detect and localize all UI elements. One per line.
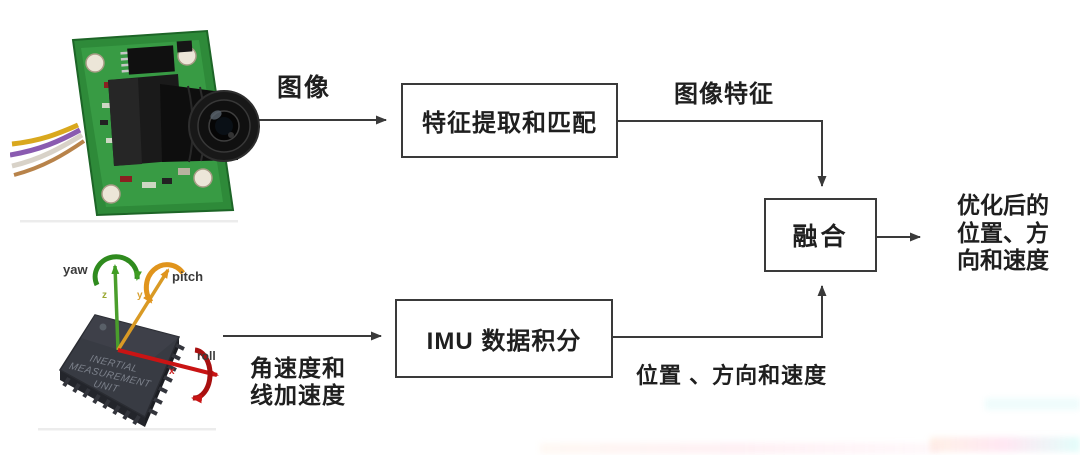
pitch-axis-icon: pitch y: [116, 262, 203, 351]
arrow-integration-to-fusion: [613, 285, 827, 338]
arrow-feature-to-fusion: [618, 120, 827, 187]
output-line3: 向和速度: [957, 247, 1049, 273]
imu-chip-icon: INERTIAL MEASUREMENT UNIT: [58, 314, 185, 427]
yaw-label: yaw: [63, 262, 88, 277]
y-axis-label: y: [137, 290, 143, 301]
photo-shadow-line: [20, 220, 238, 223]
roll-axis-icon: roll x: [117, 347, 219, 404]
output-line2: 位置、方: [957, 219, 1049, 246]
imu-chip-photo: INERTIAL MEASUREMENT UNIT yaw z pitch y: [33, 238, 253, 434]
z-axis-label: z: [102, 290, 107, 301]
feature-extraction-box: 特征提取和匹配: [401, 83, 618, 158]
ic-chip-icon: [120, 45, 175, 75]
image-edge-label: 图像: [277, 74, 332, 102]
camera-lens-icon: [108, 74, 260, 166]
feature-extraction-label: 特征提取和匹配: [422, 110, 597, 137]
imu-input-line2: 线加速度: [250, 382, 346, 408]
photo-shadow-line: [38, 428, 216, 431]
camera-wires: [9, 122, 86, 177]
imu-integration-label: IMU 数据积分: [426, 328, 582, 355]
imu-integration-box: IMU 数据积分: [395, 299, 613, 378]
final-output-label: 优化后的 位置、方 向和速度: [944, 192, 1062, 275]
fusion-box: 融合: [764, 198, 877, 272]
camera-module-photo: [9, 8, 260, 225]
roll-label: roll: [197, 349, 216, 363]
imu-input-line1: 角速度和: [250, 355, 346, 381]
imu-output-edge-label: 位置 、方向和速度: [636, 363, 828, 388]
imu-input-edge-label: 角速度和 线加速度: [250, 355, 346, 409]
pitch-label: pitch: [172, 269, 203, 284]
yaw-axis-icon: yaw z: [63, 254, 142, 351]
fusion-label: 融合: [792, 223, 849, 251]
image-features-edge-label: 图像特征: [674, 81, 774, 108]
x-axis-label: x: [169, 366, 175, 377]
output-line1: 优化后的: [957, 192, 1049, 218]
